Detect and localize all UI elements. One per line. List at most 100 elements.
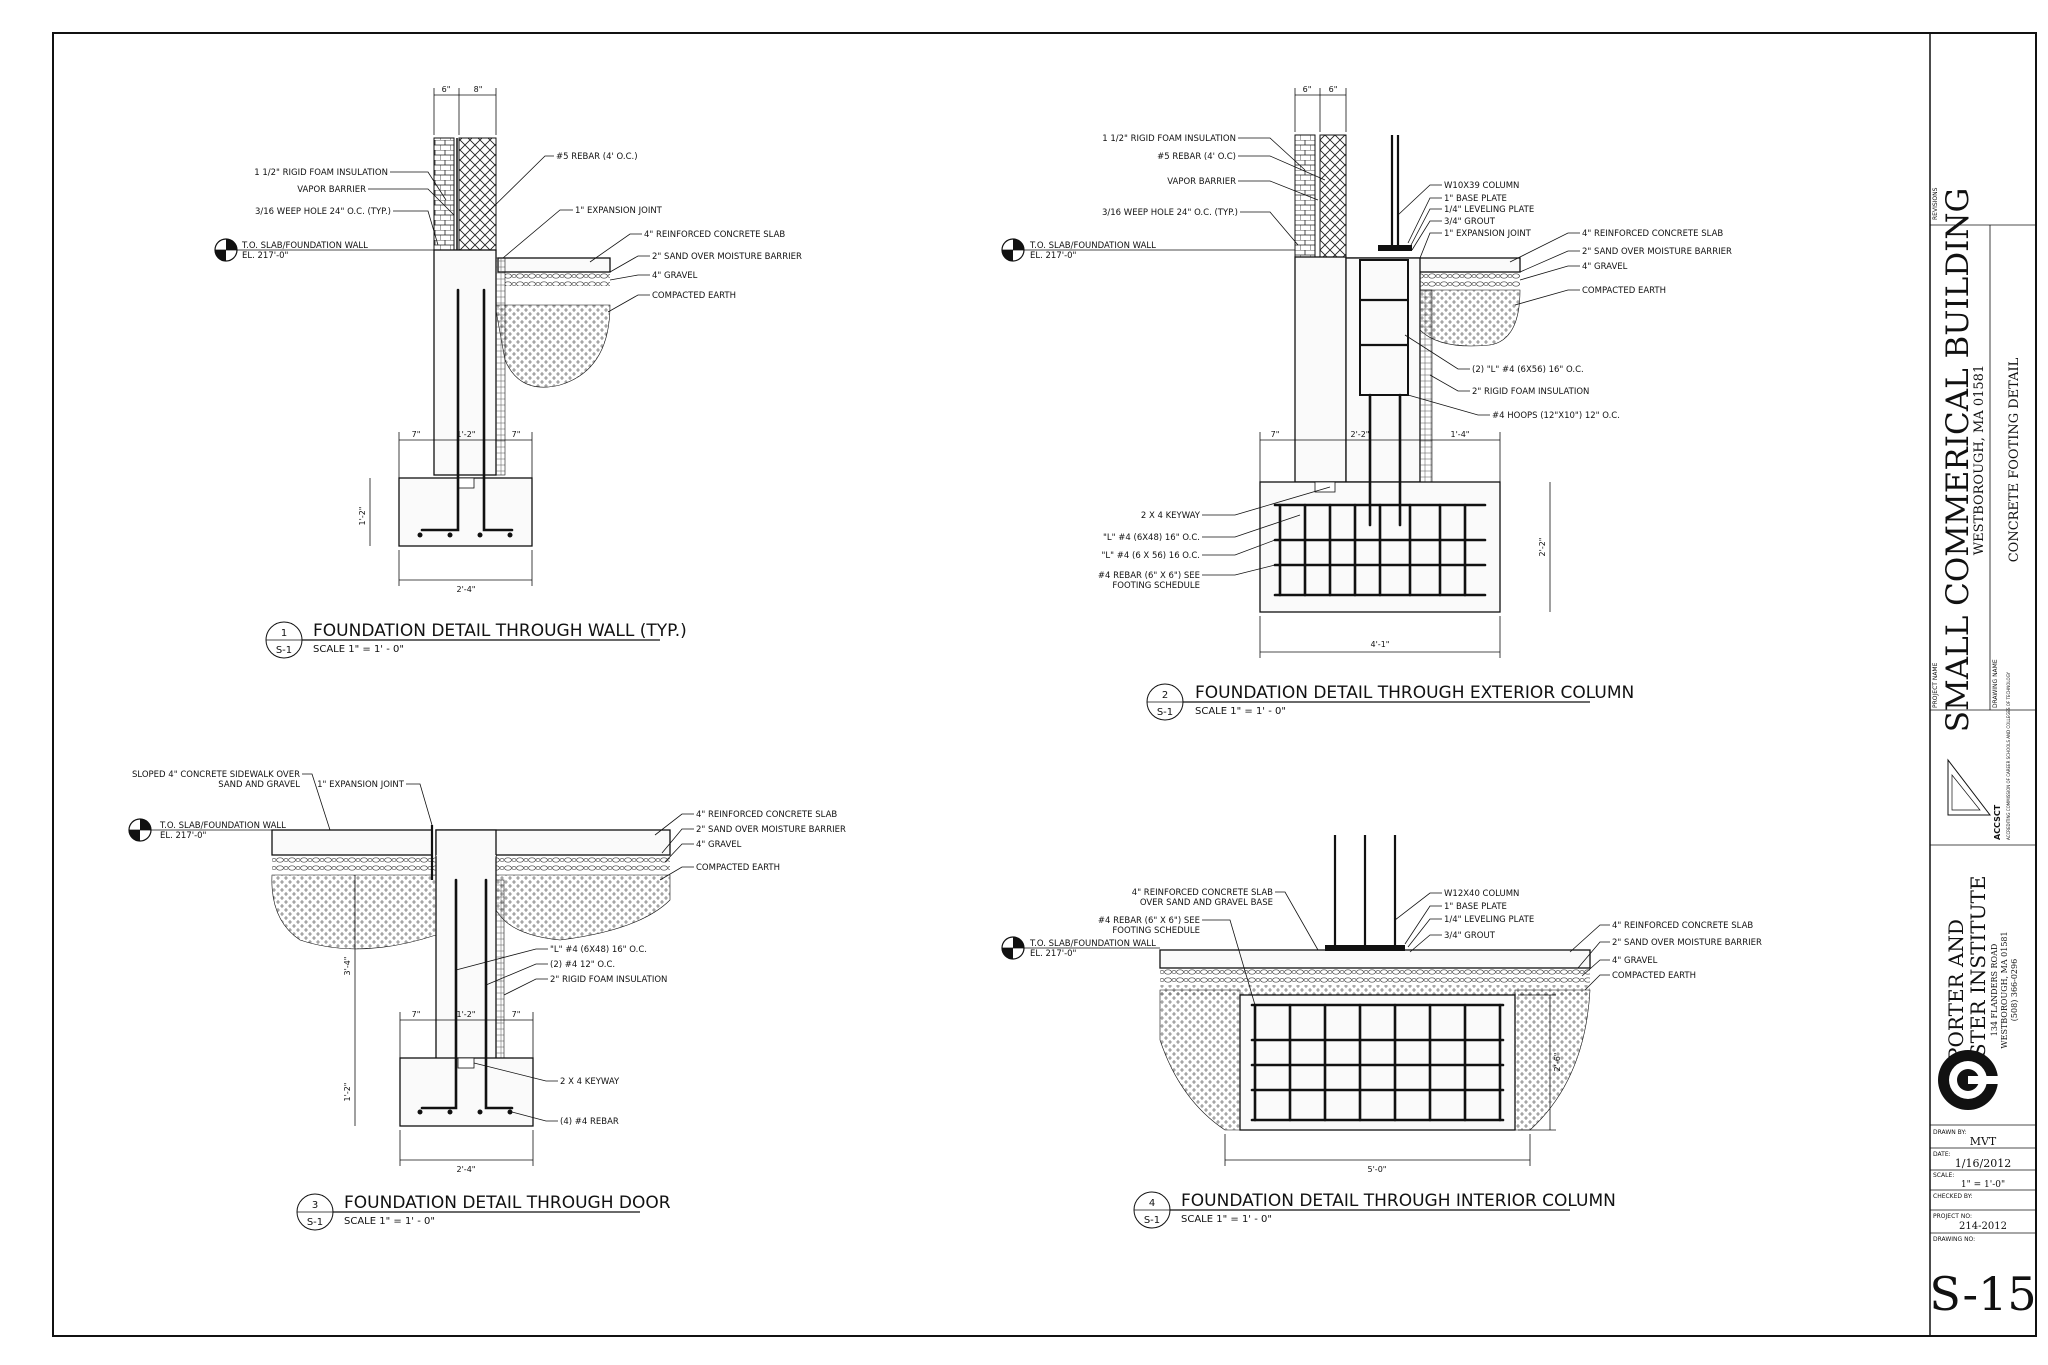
d1-datum-line2: EL. 217'-0" xyxy=(242,251,289,261)
d1-label-earth: COMPACTED EARTH xyxy=(652,291,736,301)
scale-label: SCALE: xyxy=(1933,1172,1954,1179)
d3-bubble-number: 3 xyxy=(312,1200,318,1211)
d1-dim-width: 2'-4" xyxy=(457,585,476,594)
d1-dim-top-b: 8" xyxy=(474,85,483,94)
d3-datum-line1: T.O. SLAB/FOUNDATION WALL xyxy=(159,821,286,831)
project-no-label: PROJECT NO: xyxy=(1933,1213,1972,1220)
d3-label-gravel: 4" GRAVEL xyxy=(696,840,742,850)
d4-datum-symbol: T.O. SLAB/FOUNDATION WALL EL. 217'-0" xyxy=(1001,936,1160,960)
drawing-name-label: DRAWING NAME xyxy=(1992,659,1999,708)
d2-datum-line1: T.O. SLAB/FOUNDATION WALL xyxy=(1029,241,1156,251)
d4-footing-rebar-grid xyxy=(1250,1003,1505,1122)
institute-address1: 134 FLANDERS ROAD xyxy=(1990,944,1999,1037)
d4-label-leveling: 1/4" LEVELING PLATE xyxy=(1444,915,1534,925)
d4-label-slab2: OVER SAND AND GRAVEL BASE xyxy=(1140,898,1273,908)
d1-dim-right: 7" xyxy=(512,430,521,439)
d4-dim-width: 5'-0" xyxy=(1368,1165,1387,1174)
d2-dim-left: 7" xyxy=(1271,430,1280,439)
accred-text: ACCREDITING COMMISSION OF CAREER SCHOOLS… xyxy=(2006,671,2011,840)
d2-label-earth: COMPACTED EARTH xyxy=(1582,286,1666,296)
d2-label-slab: 4" REINFORCED CONCRETE SLAB xyxy=(1582,229,1723,239)
d4-scale: SCALE 1" = 1' - 0" xyxy=(1181,1214,1272,1225)
d2-label-leveling: 1/4" LEVELING PLATE xyxy=(1444,205,1534,215)
d2-label-gravel: 4" GRAVEL xyxy=(1582,262,1628,272)
detail-4-interior-column: 2'-6" 5'-0" T.O. SLAB/FOUNDATION WALL EL… xyxy=(1001,835,1762,1229)
d4-label-slab-right: 4" REINFORCED CONCRETE SLAB xyxy=(1612,921,1753,931)
drawing-name: CONCRETE FOOTING DETAIL xyxy=(2007,357,2022,562)
d2-datum-symbol: T.O. SLAB/FOUNDATION WALL EL. 217'-0" xyxy=(1001,238,1295,262)
d3-label-slab: 4" REINFORCED CONCRETE SLAB xyxy=(696,810,837,820)
d1-dim-left: 7" xyxy=(412,430,421,439)
d4-datum-line1: T.O. SLAB/FOUNDATION WALL xyxy=(1029,939,1156,949)
d2-label-l56: "L" #4 (6 X 56) 16 O.C. xyxy=(1102,551,1200,561)
d1-datum-line1: T.O. SLAB/FOUNDATION WALL xyxy=(241,241,368,251)
d1-dim-height: 1'-2" xyxy=(358,507,367,526)
d2-label-column: W10X39 COLUMN xyxy=(1444,181,1519,191)
d3-title-block: 3 S-1 FOUNDATION DETAIL THROUGH DOOR SCA… xyxy=(296,1193,671,1231)
d4-label-gravel: 4" GRAVEL xyxy=(1612,956,1658,966)
d1-title-block: 1 S-1 FOUNDATION DETAIL THROUGH WALL (TY… xyxy=(265,621,687,659)
d3-label-sidewalk1: SLOPED 4" CONCRETE SIDEWALK OVER xyxy=(132,770,300,780)
d1-label-foam: 1 1/2" RIGID FOAM INSULATION xyxy=(254,168,388,178)
d1-label-rebar: #5 REBAR (4' O.C.) xyxy=(556,152,638,162)
d2-dim-width: 4'-1" xyxy=(1371,640,1390,649)
d2-label-hoops: #4 HOOPS (12"X10") 12" O.C. xyxy=(1492,411,1620,421)
d1-datum-symbol: T.O. SLAB/FOUNDATION WALL EL. 217'-0" xyxy=(214,238,434,262)
d4-label-earth: COMPACTED EARTH xyxy=(1612,971,1696,981)
d4-label-grout: 3/4" GROUT xyxy=(1444,931,1496,941)
d3-label-joint: 1" EXPANSION JOINT xyxy=(317,780,405,790)
d3-dim-mid: 1'-2" xyxy=(457,1010,476,1019)
d1-label-joint: 1" EXPANSION JOINT xyxy=(575,206,663,216)
d2-dim-height: 2'-2" xyxy=(1538,538,1547,557)
d4-bubble-sheet: S-1 xyxy=(1144,1215,1160,1226)
d2-label-weep: 3/16 WEEP HOLE 24" O.C. (TYP.) xyxy=(1102,208,1238,218)
d2-label-grout: 3/4" GROUT xyxy=(1444,217,1496,227)
d2-bubble-number: 2 xyxy=(1162,690,1168,701)
drawn-by: MVT xyxy=(1970,1135,1997,1148)
d2-label-sand: 2" SAND OVER MOISTURE BARRIER xyxy=(1582,247,1732,257)
d4-label-sand: 2" SAND OVER MOISTURE BARRIER xyxy=(1612,938,1762,948)
d2-bubble-sheet: S-1 xyxy=(1157,707,1173,718)
d1-dim-mid: 1'-2" xyxy=(457,430,476,439)
d4-label-slab1: 4" REINFORCED CONCRETE SLAB xyxy=(1132,888,1273,898)
d3-label-rebar4: (4) #4 REBAR xyxy=(560,1117,619,1127)
d2-label-rebar: #5 REBAR (4' O.C) xyxy=(1157,152,1236,162)
d2-dim-right: 1'-4" xyxy=(1451,430,1470,439)
d2-label-joint: 1" EXPANSION JOINT xyxy=(1444,229,1532,239)
accred-logo-text: ACCSCT xyxy=(1993,804,2002,840)
institute-phone: (508) 366-0296 xyxy=(2010,959,2019,1021)
d1-bubble-number: 1 xyxy=(281,628,287,639)
d1-label-gravel: 4" GRAVEL xyxy=(652,271,698,281)
d4-title-block: 4 S-1 FOUNDATION DETAIL THROUGH INTERIOR… xyxy=(1133,1191,1616,1229)
d3-label-keyway: 2 X 4 KEYWAY xyxy=(560,1077,620,1087)
d2-label-rigid: 2" RIGID FOAM INSULATION xyxy=(1472,387,1589,397)
institute-address2: WESTBOROUGH, MA 01581 xyxy=(2000,931,2009,1048)
d1-scale: SCALE 1" = 1' - 0" xyxy=(313,644,404,655)
drawing-number: S-15 xyxy=(1929,1267,2036,1321)
d2-label-vapor: VAPOR BARRIER xyxy=(1167,177,1236,187)
d3-title: FOUNDATION DETAIL THROUGH DOOR xyxy=(344,1193,671,1213)
d3-scale: SCALE 1" = 1' - 0" xyxy=(344,1216,435,1227)
accreditation-logo: ACCSCT ACCREDITING COMMISSION OF CAREER … xyxy=(1947,671,2011,840)
d1-bubble-sheet: S-1 xyxy=(276,645,292,656)
d3-label-rigid: 2" RIGID FOAM INSULATION xyxy=(550,975,667,985)
d4-label-base: 1" BASE PLATE xyxy=(1444,902,1507,912)
d3-label-bars: (2) #4 12" O.C. xyxy=(550,960,615,970)
d2-label-l48: "L" #4 (6X48) 16" O.C. xyxy=(1103,533,1200,543)
d2-label-sched1: #4 REBAR (6" X 6") SEE xyxy=(1098,571,1200,581)
d3-dim-width: 2'-4" xyxy=(457,1165,476,1174)
d3-datum-symbol: T.O. SLAB/FOUNDATION WALL EL. 217'-0" xyxy=(128,818,286,842)
d2-title-block: 2 S-1 FOUNDATION DETAIL THROUGH EXTERIOR… xyxy=(1146,683,1634,721)
project-name-label: PROJECT NAME xyxy=(1932,662,1939,708)
d1-title: FOUNDATION DETAIL THROUGH WALL (TYP.) xyxy=(313,621,687,641)
date-label: DATE: xyxy=(1933,1151,1951,1158)
d4-label-sched1: #4 REBAR (6" X 6") SEE xyxy=(1098,916,1200,926)
d1-label-weep: 3/16 WEEP HOLE 24" O.C. (TYP.) xyxy=(255,207,391,217)
drawing-no-label: DRAWING NO: xyxy=(1933,1236,1975,1243)
d2-dim-top-b: 6" xyxy=(1329,85,1338,94)
project-location: WESTBOROUGH, MA 01581 xyxy=(1972,365,1987,555)
project-name: SMALL COMMERICAL BUILDING xyxy=(1940,188,1976,733)
d4-title: FOUNDATION DETAIL THROUGH INTERIOR COLUM… xyxy=(1181,1191,1616,1211)
d2-dim-top-a: 6" xyxy=(1303,85,1312,94)
scale-value: 1" = 1'-0" xyxy=(1961,1180,2005,1190)
